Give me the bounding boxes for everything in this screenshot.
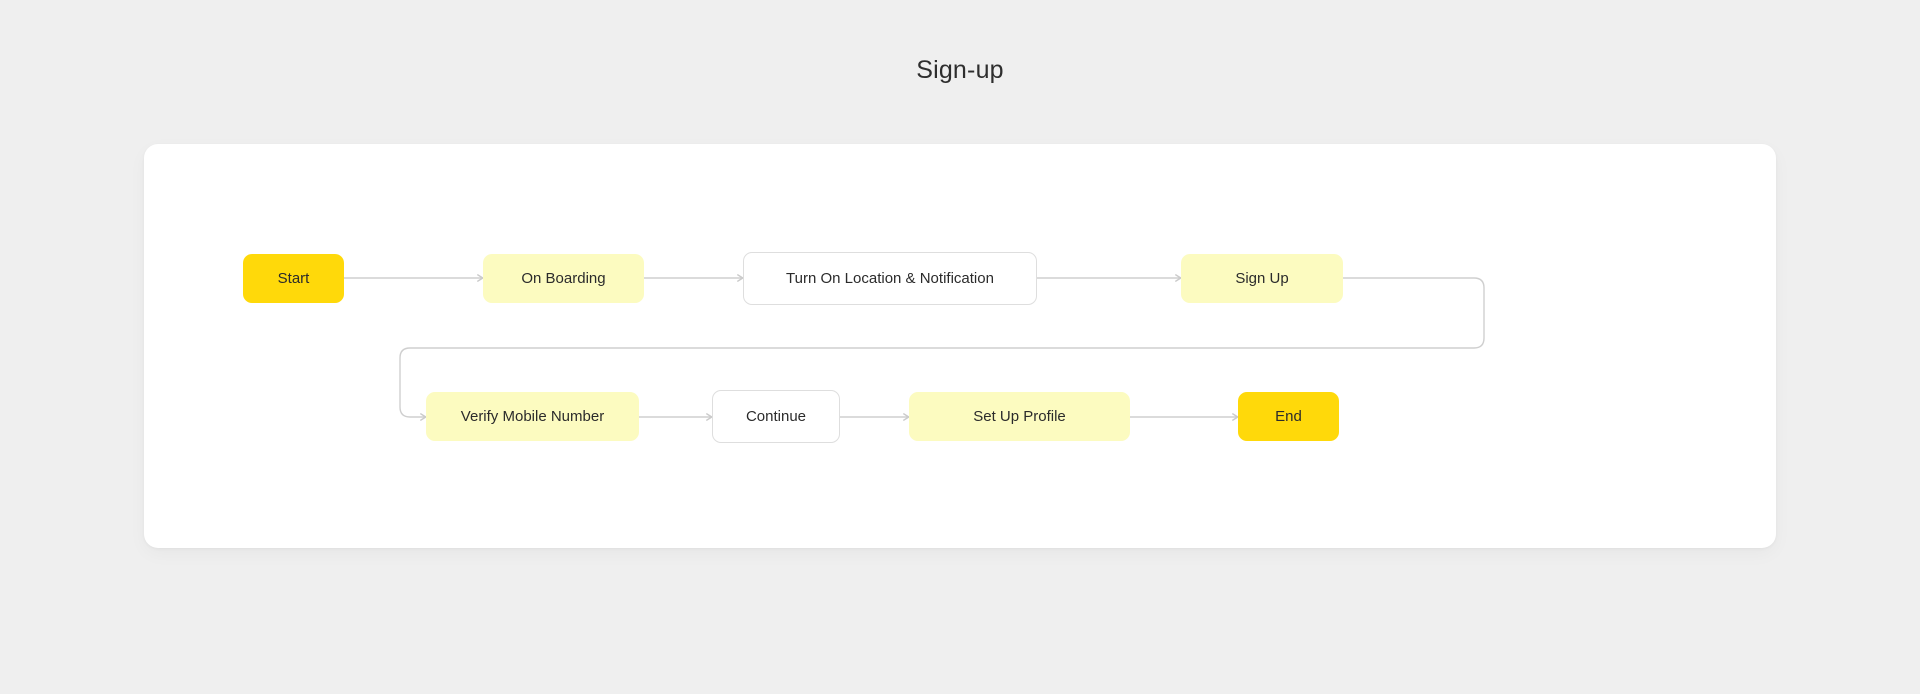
flow-node-end-label: End	[1275, 407, 1302, 425]
flow-node-verify-mobile-number-label: Verify Mobile Number	[460, 407, 605, 425]
flow-node-setup-profile[interactable]: Set Up Profile	[909, 392, 1130, 441]
flow-node-signup-label: Sign Up	[1235, 269, 1289, 287]
flow-node-onboarding[interactable]: On Boarding	[483, 254, 644, 303]
flow-node-start-label: Start	[277, 269, 310, 287]
edge-signup-to-verify	[399, 277, 1485, 421]
flow-connectors	[344, 274, 1485, 421]
flow-node-onboarding-label: On Boarding	[521, 269, 606, 287]
page-title: Sign-up	[916, 56, 1004, 84]
flow-node-signup[interactable]: Sign Up	[1181, 254, 1343, 303]
flow-node-turn-on-location-notification[interactable]: Turn On Location & Notification	[743, 252, 1037, 305]
flow-card: Start On Boarding Turn On Location & Not…	[144, 144, 1776, 548]
flow-node-start[interactable]: Start	[243, 254, 344, 303]
flow-node-end[interactable]: End	[1238, 392, 1339, 441]
flow-node-continue[interactable]: Continue	[712, 390, 840, 443]
flow-node-verify-mobile-number[interactable]: Verify Mobile Number	[426, 392, 639, 441]
flow-node-continue-label: Continue	[745, 407, 807, 425]
flow-node-setup-profile-label: Set Up Profile	[973, 407, 1066, 425]
flow-node-turn-on-location-notification-label: Turn On Location & Notification	[786, 269, 994, 287]
